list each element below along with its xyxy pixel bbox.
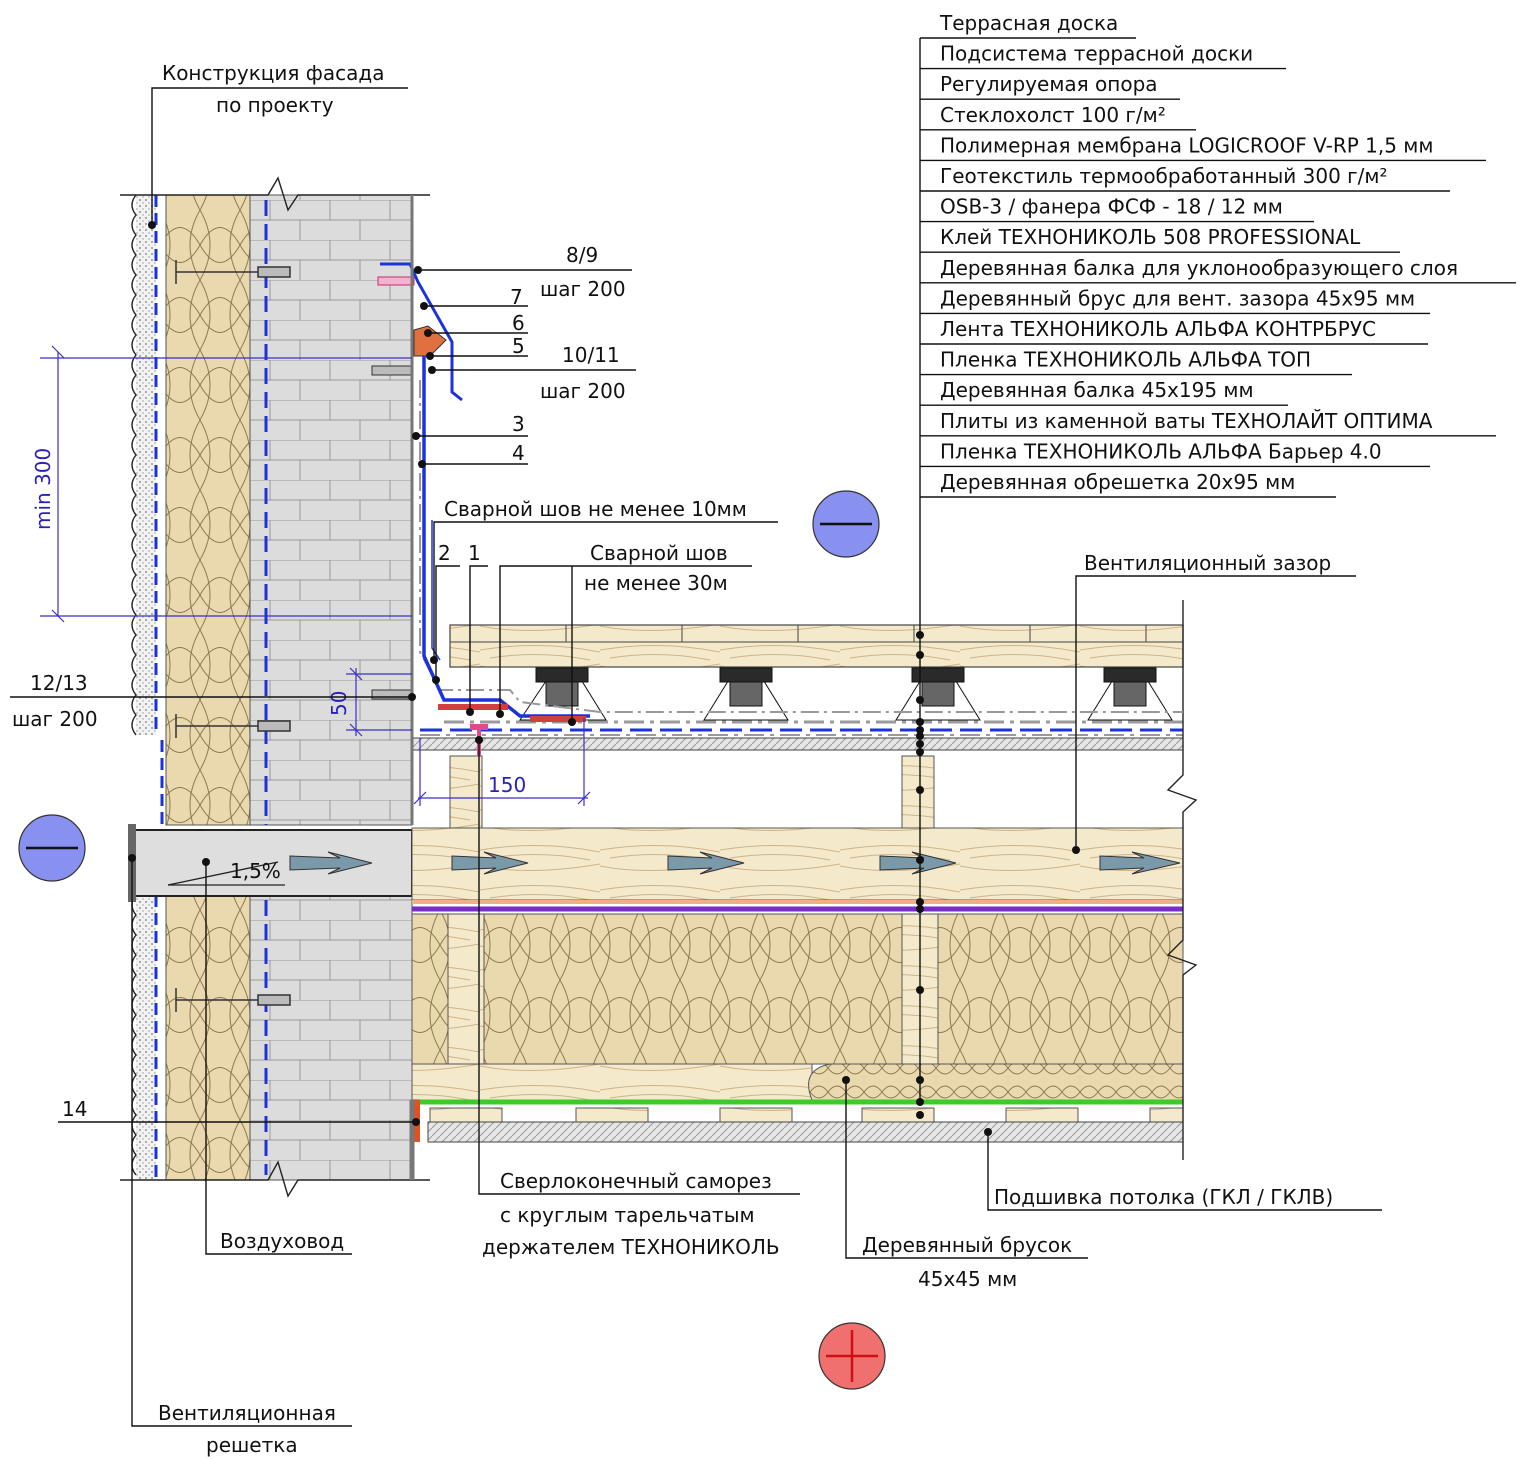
label-ceiling: Подшивка потолка (ГКЛ / ГКЛВ) [994,1185,1333,1209]
label-3: 3 [512,412,525,436]
flashing-fixing [377,276,415,286]
roof-break-right [1166,600,1198,1160]
layer-label: Террасная доска [939,11,1118,35]
cladding-profile-lower [131,894,137,1176]
layer-label: Регулируемая опора [940,72,1158,96]
sealant-bead [413,325,447,357]
label-10-11: 10/11 [562,343,620,367]
layer-label: Стеклохолст 100 г/м² [940,103,1166,127]
label-10-11-step: шаг 200 [540,379,626,403]
label-12-13-step: шаг 200 [12,707,98,731]
disc-holder [470,724,488,730]
label-12-13: 12/13 [30,671,88,695]
roof-assembly [289,600,1198,1180]
layer-label: Деревянная балка 45х195 мм [940,378,1254,402]
wall-break-top [120,176,430,212]
label-grille-1: Вентиляционная [158,1401,336,1425]
label-5: 5 [512,334,525,358]
upstand-fleece [419,380,1183,713]
label-weld-30-1: Сварной шов [590,541,728,565]
layer-label: Клей ТЕХНОНИКОЛЬ 508 PROFESSIONAL [940,225,1361,249]
terrace-board-joints [450,625,1183,643]
label-vent-gap: Вентиляционный зазор [1084,551,1331,575]
wall-insulation-lower [165,894,251,1181]
roof-insulation [411,913,1184,1065]
layer-label: Деревянная балка для уклонообразующего с… [940,256,1458,280]
wall-assembly [120,176,430,1198]
label-screw-2: с круглым тарельчатым [500,1203,755,1227]
layer-label: Полимерная мембрана LOGICROOF V-RP 1,5 м… [940,133,1433,157]
osb-deck [411,737,1184,751]
weld-strip-2 [530,716,586,722]
cladding-profile-upper [131,194,137,736]
label-4: 4 [512,441,525,465]
layer-label: Плиты из каменной ваты ТЕХНОЛАЙТ ОПТИМА [940,409,1433,433]
wall-fastener-1 [371,365,413,376]
leader-dots [128,221,1080,1136]
label-8-9-step: шаг 200 [540,277,626,301]
layer-label: Деревянный брус для вент. зазора 45х95 м… [940,286,1415,310]
label-facade-2: по проекту [216,93,334,117]
facade-anchors [175,260,291,1012]
layer-label: Деревянная обрешетка 20х95 мм [940,470,1295,494]
terrace-boards [449,624,1184,668]
layer-label: Геотекстиль термообработанный 300 г/м² [940,164,1388,188]
leader-lines [10,37,1516,1427]
label-7: 7 [510,285,523,309]
vent-gap-batten [411,827,1184,901]
label-screw-1: Сверлоконечный саморез [500,1169,772,1193]
label-14: 14 [62,1097,87,1121]
label-6: 6 [512,311,525,335]
brick-wall-lower [249,894,413,1181]
layer-label: Подсистема террасной доски [940,42,1253,66]
insulation-bottom-layer [808,1063,1184,1101]
dim-150: 150 [488,773,526,797]
slope-batten-1 [449,755,483,829]
layer-label: Лента ТЕХНОНИКОЛЬ АЛЬФА КОНТРБРУС [940,317,1376,341]
label-grille-2: решетка [206,1433,298,1457]
label-2: 2 [438,541,451,565]
layer-label: Пленка ТЕХНОНИКОЛЬ АЛЬФА ТОП [940,348,1311,372]
facade-cladding-upper [136,195,156,735]
label-bar-1: Деревянный брусок [862,1233,1072,1257]
label-screw-3: держателем ТЕХНОНИКОЛЬ [482,1235,780,1259]
dimensions: min 300 50 150 [31,345,591,806]
upstand-weld-edge [431,520,441,661]
temperature-signs [18,490,886,1390]
facade-cladding-lower [136,895,156,1180]
timber-beam-bottom [411,1063,813,1101]
label-slope: 1,5% [230,859,281,883]
layer-label: OSB-3 / фанера ФСФ - 18 / 12 мм [940,195,1283,219]
plasterboard-ceiling [427,1121,1184,1143]
weld-strip [438,704,508,710]
label-weld-10: Сварной шов не менее 10мм [444,497,747,521]
annotations: Конструкция фасада по проекту 8/9 шаг 20… [12,61,1333,1457]
metal-flashing [380,262,463,402]
layer-label: Пленка ТЕХНОНИКОЛЬ АЛЬФА Барьер 4.0 [940,439,1382,463]
brick-wall-upper [249,194,413,826]
label-1: 1 [468,541,481,565]
wall-break-bottom [120,1160,430,1198]
slope-line [167,861,279,886]
label-8-9: 8/9 [566,243,598,267]
label-bar-2: 45х45 мм [918,1267,1017,1291]
label-facade-1: Конструкция фасада [162,61,384,85]
label-duct: Воздуховод [220,1229,344,1253]
wall-insulation-upper [165,194,251,826]
ceiling-battens [429,1107,1184,1123]
label-weld-30-2: не менее 30м [584,571,728,595]
dim-50: 50 [327,691,351,716]
upstand-detail [371,195,1183,825]
dim-min300: min 300 [31,448,55,530]
